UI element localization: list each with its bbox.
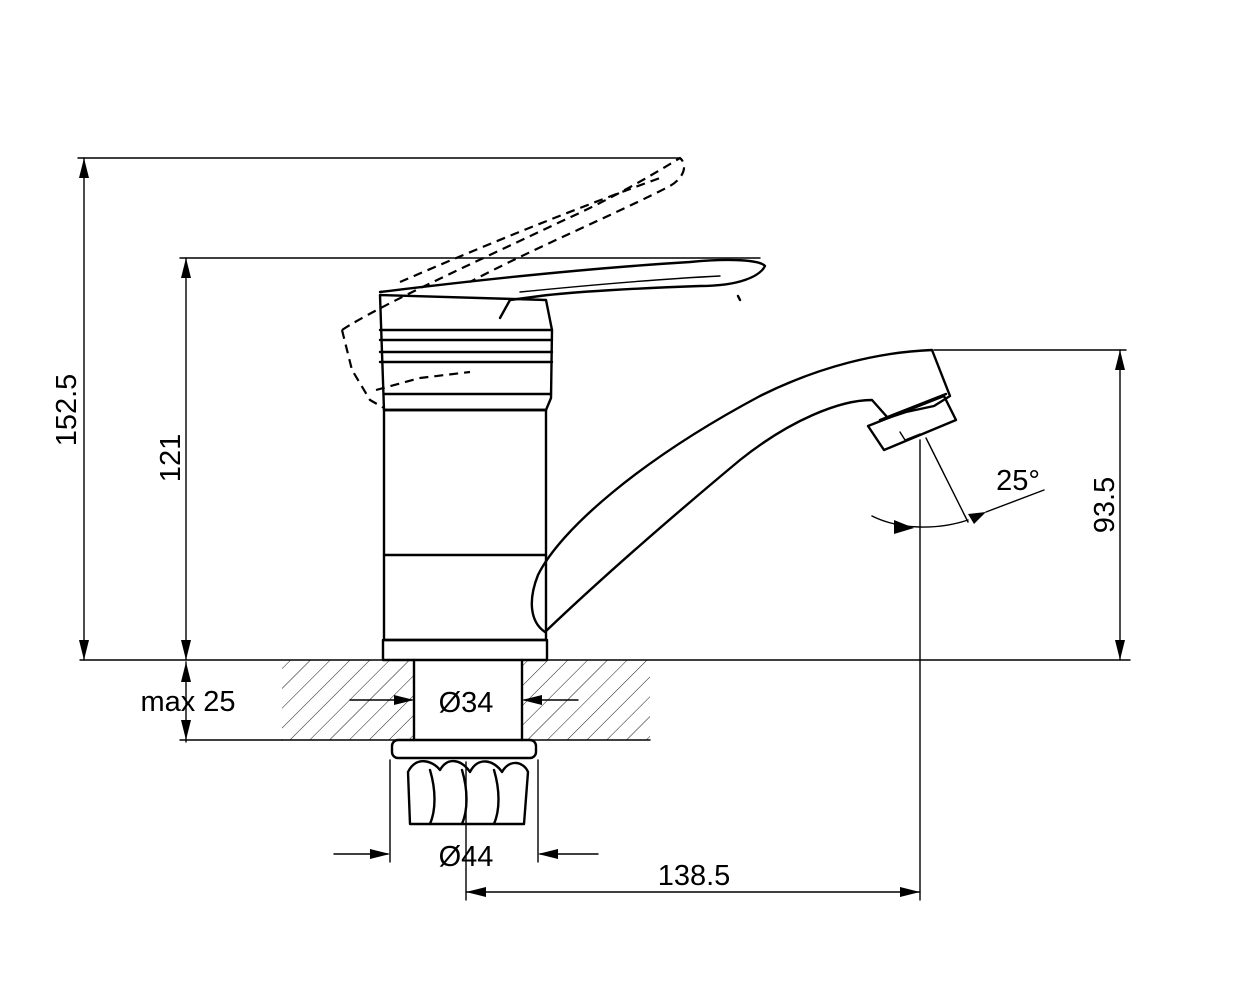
mounting-nut bbox=[389, 738, 539, 863]
dim-hole-diameter-label: Ø34 bbox=[439, 687, 494, 719]
handle-closed bbox=[378, 258, 767, 320]
dim-overall-height: 152.5 bbox=[51, 157, 681, 661]
dim-overall-height-label: 152.5 bbox=[51, 374, 83, 447]
spout bbox=[530, 348, 958, 634]
dim-body-height-label: 121 bbox=[155, 434, 187, 482]
dim-reach-label: 138.5 bbox=[658, 860, 731, 892]
handle-open-dashed bbox=[340, 156, 686, 409]
dim-swivel-angle-label: 25° bbox=[996, 465, 1040, 497]
dim-reach: 138.5 bbox=[465, 439, 921, 901]
dim-max-thickness: max 25 bbox=[140, 661, 283, 743]
dim-max-thickness-label: max 25 bbox=[140, 686, 235, 718]
dim-hole-diameter: Ø34 bbox=[349, 687, 579, 719]
dim-spout-height: 93.5 bbox=[933, 349, 1127, 661]
faucet-body bbox=[378, 293, 554, 662]
dim-swivel-angle: 25° bbox=[871, 437, 1045, 534]
dim-spout-height-label: 93.5 bbox=[1089, 477, 1121, 533]
dim-body-height: 121 bbox=[155, 257, 761, 661]
